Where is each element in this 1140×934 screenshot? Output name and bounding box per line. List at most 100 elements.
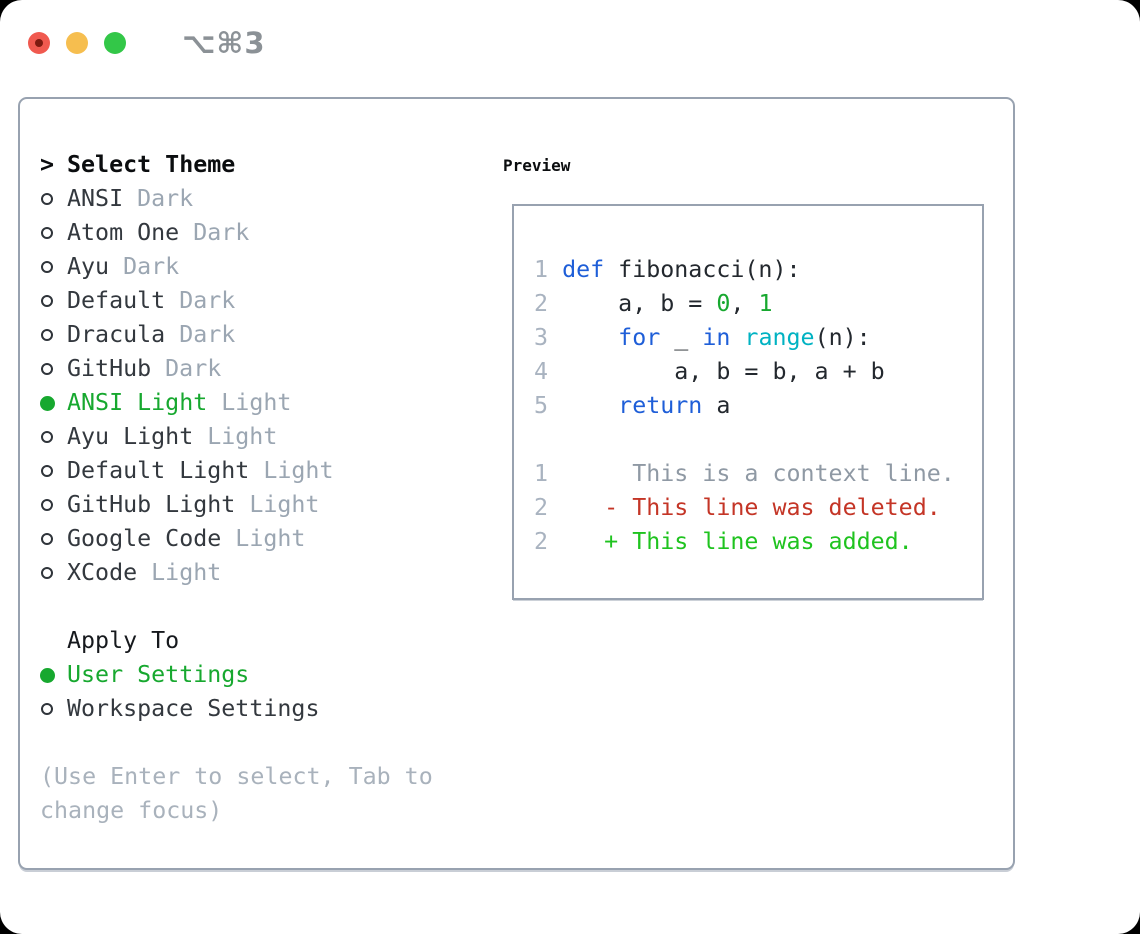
radio-icon [40,261,67,273]
theme-option-github[interactable]: GitHub Dark [40,352,486,386]
theme-option-dracula-label: Dracula [67,321,166,348]
line-number: 3 [534,324,563,351]
theme-variant-tag: Light [263,457,334,484]
apply-option-workspace-settings[interactable]: Workspace Settings [40,692,486,726]
diff-line: 2 + This line was added. [534,525,982,559]
line-number: 1 [534,460,563,487]
titlebar: ⌥⌘3 [28,26,266,60]
theme-option-ayu-light[interactable]: Ayu Light Light [40,420,486,454]
line-number: 2 [534,494,563,521]
radio-selected-icon [40,395,67,411]
radio-icon [40,567,67,579]
theme-option-ayu-label: Ayu [67,253,110,280]
code-segment: , [730,290,759,317]
prompt-caret-icon: > [40,151,55,178]
theme-option-default-label: Default [67,287,166,314]
line-number: 2 [534,528,563,555]
preview-heading-label: Preview [503,155,571,175]
radio-icon [40,227,67,239]
theme-variant-tag: Light [207,423,278,450]
code-line: 2 a, b = 0, 1 [534,287,982,321]
window-title: ⌥⌘3 [182,26,266,60]
select-theme-heading-label: Select Theme [67,151,236,178]
code-segment: This is a context line. [562,460,955,487]
apply-to-heading: Apply To [40,624,486,658]
spacer [40,590,486,624]
code-line: 1 def fibonacci(n): [534,253,982,287]
diff-line: 1 This is a context line. [534,457,982,491]
radio-icon [40,499,67,511]
radio-selected-icon [40,667,67,683]
radio-icon [40,193,67,205]
apply-option-user-settings[interactable]: User Settings [40,658,486,692]
apply-to-heading-label: Apply To [67,627,180,654]
diff-preview: 1 This is a context line.2 - This line w… [534,457,982,559]
theme-option-default-light-label: Default Light [67,457,250,484]
theme-variant-tag: Light [221,389,292,416]
code-segment: - This line was deleted. [604,494,941,521]
theme-option-ansi-light-label: ANSI Light [67,389,208,416]
theme-variant-tag: Light [151,559,222,586]
theme-variant-tag: Dark [179,321,236,348]
code-line: 4 a, b = b, a + b [534,355,982,389]
theme-option-ansi-light[interactable]: ANSI Light Light [40,386,486,420]
line-number: 4 [534,358,563,385]
theme-variant-tag: Dark [193,219,250,246]
theme-option-github-label: GitHub [67,355,152,382]
theme-option-default-light[interactable]: Default Light Light [40,454,486,488]
line-number: 2 [534,290,563,317]
radio-icon [40,329,67,341]
code-segment [562,324,618,351]
code-line: 3 for _ in range(n): [534,321,982,355]
zoom-button[interactable] [104,32,126,54]
apply-option-user-settings-label: User Settings [67,661,250,688]
code-segment: (n): [814,324,871,351]
radio-icon [40,295,67,307]
theme-variant-tag: Dark [165,355,222,382]
code-segment: 1 [758,290,773,317]
line-number: 1 [534,256,563,283]
theme-option-github-light-label: GitHub Light [67,491,236,518]
code-segment: range [744,324,815,351]
close-button[interactable] [28,32,50,54]
code-segment [730,324,744,351]
theme-variant-tag: Dark [123,253,180,280]
diff-line: 2 - This line was deleted. [534,491,982,525]
code-segment: a, b = b, a + b [562,358,885,385]
spacer [40,726,486,760]
theme-option-ayu[interactable]: Ayu Dark [40,250,486,284]
preview-heading: Preview [503,148,570,182]
code-segment [562,528,604,555]
close-dot-icon [35,39,43,47]
theme-option-ayu-light-label: Ayu Light [67,423,194,450]
theme-option-google-code[interactable]: Google Code Light [40,522,486,556]
code-segment: a, b = [562,290,717,317]
code-segment: a [702,392,731,419]
code-segment [562,392,618,419]
theme-variant-tag: Dark [137,185,194,212]
line-number: 5 [534,392,563,419]
theme-variant-tag: Light [235,525,306,552]
radio-icon [40,533,67,545]
code-segment: def [562,256,605,283]
minimize-button[interactable] [66,32,88,54]
code-segment: in [702,324,731,351]
code-segment: + This line was added. [604,528,913,555]
theme-option-google-code-label: Google Code [67,525,222,552]
theme-option-dracula[interactable]: Dracula Dark [40,318,486,352]
code-segment: fibonacci(n): [604,256,801,283]
radio-icon [40,465,67,477]
code-line: 5 return a [534,389,982,423]
apply-option-workspace-settings-label: Workspace Settings [67,695,320,722]
